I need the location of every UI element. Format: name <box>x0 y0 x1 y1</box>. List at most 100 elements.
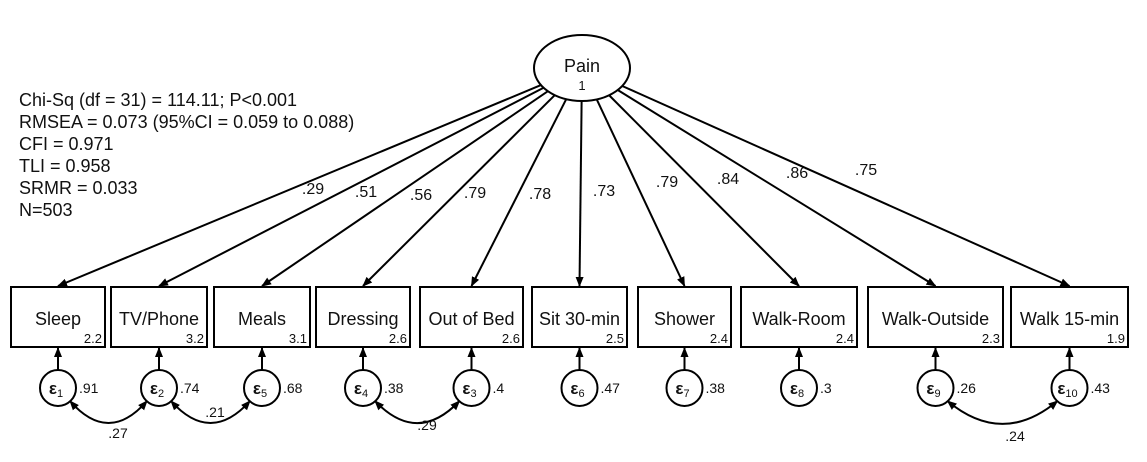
fit-cfi: CFI = 0.971 <box>19 134 114 154</box>
error-symbol: ε7 <box>675 379 689 400</box>
error-node: ε3 .4 <box>452 347 505 407</box>
error-symbol: ε1 <box>49 379 63 400</box>
indicator-label: Out of Bed <box>428 309 514 329</box>
loading-path <box>362 94 556 287</box>
latent-pain: Pain 1 <box>533 34 631 102</box>
error-symbol: ε5 <box>253 379 267 400</box>
error-node: ε9 .26 <box>916 347 977 407</box>
error-circle <box>665 369 704 407</box>
indicator-mean: 2.6 <box>389 331 407 346</box>
covariance-paths: .27.21.29.24 <box>69 400 1059 444</box>
loading-path <box>621 85 1071 287</box>
loading-path <box>158 86 545 287</box>
error-circle <box>140 369 178 407</box>
indicator-mean: 2.4 <box>710 331 728 346</box>
error-variance: .43 <box>1091 380 1111 396</box>
error-circle <box>780 369 818 407</box>
fit-tli: TLI = 0.958 <box>19 156 111 176</box>
error-variance: .3 <box>820 380 832 396</box>
indicator-label: TV/Phone <box>119 309 199 329</box>
loading-path <box>57 84 542 287</box>
error-circle <box>243 369 281 407</box>
error-node: ε6 .47 <box>560 347 621 407</box>
error-symbol: ε3 <box>462 379 476 400</box>
error-node: ε5 .68 <box>243 347 303 407</box>
error-symbol: ε6 <box>570 379 584 400</box>
latent-variance: 1 <box>578 78 585 93</box>
latent-label: Pain <box>564 56 600 76</box>
indicator-node: TV/Phone 3.2 <box>110 286 208 348</box>
indicator-mean: 1.9 <box>1107 331 1125 346</box>
error-circle <box>1050 369 1089 407</box>
loading-path <box>261 90 549 287</box>
covariance-path <box>69 400 148 424</box>
error-variance: .38 <box>706 380 726 396</box>
error-symbol: ε9 <box>926 379 940 400</box>
fit-chisq: Chi-Sq (df = 31) = 114.11; P<0.001 <box>19 90 297 110</box>
indicator-mean: 3.2 <box>186 331 204 346</box>
fit-statistics: Chi-Sq (df = 31) = 114.11; P<0.001 RMSEA… <box>19 90 354 220</box>
latent-ellipse <box>533 34 631 102</box>
covariance-path <box>374 400 461 424</box>
indicator-box <box>10 286 106 348</box>
loading-paths: .29.51.56.79.78.73.79.84.86.75 <box>57 84 1071 287</box>
error-terms: ε1.91 ε2 .74 ε5 .68 ε4 .38 ε3 .4 ε6 .47 ε7 .38 ε8 .3 ε9… <box>39 347 1111 407</box>
error-circle <box>344 369 382 407</box>
fit-n: N=503 <box>19 200 73 220</box>
loading-coefficient: .51 <box>355 184 377 201</box>
covariance-value: .27 <box>108 425 128 441</box>
error-variance: .47 <box>601 380 621 396</box>
error-node: ε1.91 <box>39 347 99 407</box>
fit-srmr: SRMR = 0.033 <box>19 178 138 198</box>
indicator-box <box>740 286 858 348</box>
covariance-path <box>946 400 1059 425</box>
error-variance: .4 <box>493 380 505 396</box>
indicator-node: Dressing 2.6 <box>315 286 411 348</box>
indicator-label: Dressing <box>327 309 398 329</box>
error-node: ε2 .74 <box>140 347 200 407</box>
error-variance: .26 <box>957 380 977 396</box>
indicator-label: Sleep <box>35 309 81 329</box>
loading-coefficient: .84 <box>717 171 739 188</box>
loading-path <box>575 100 584 287</box>
loading-coefficient: .56 <box>410 187 432 204</box>
indicator-mean: 2.5 <box>606 331 624 346</box>
error-symbol: ε10 <box>1057 379 1077 400</box>
covariance-value: .29 <box>417 417 437 433</box>
indicator-box <box>637 286 732 348</box>
loading-coefficient: .29 <box>302 181 324 198</box>
error-variance: .74 <box>180 380 200 396</box>
indicator-node: Walk 15-min 1.9 <box>1010 286 1129 348</box>
indicator-mean: 2.4 <box>836 331 854 346</box>
covariance-value: .21 <box>205 404 225 420</box>
loading-coefficient: .86 <box>786 165 808 182</box>
indicator-box <box>315 286 411 348</box>
error-circle <box>560 369 599 407</box>
error-node: ε8 .3 <box>780 347 832 407</box>
loading-path <box>595 98 686 287</box>
error-variance: .68 <box>283 380 303 396</box>
error-symbol: ε4 <box>354 379 368 400</box>
indicator-label: Walk 15-min <box>1020 309 1119 329</box>
loading-path <box>470 98 568 287</box>
error-symbol: ε8 <box>790 379 804 400</box>
loading-coefficient: .78 <box>529 186 551 203</box>
indicator-mean: 2.3 <box>982 331 1000 346</box>
error-symbol: ε2 <box>150 379 164 400</box>
loading-coefficient: .79 <box>464 185 486 202</box>
error-variance: .38 <box>384 380 404 396</box>
indicator-box <box>867 286 1004 348</box>
loading-path <box>608 94 800 287</box>
indicator-boxes: Sleep2.2TV/Phone3.2Meals3.1Dressing2.6Ou… <box>10 286 1129 348</box>
indicator-mean: 2.2 <box>84 331 102 346</box>
indicator-box <box>110 286 208 348</box>
loading-coefficient: .79 <box>656 174 678 191</box>
indicator-label: Meals <box>238 309 286 329</box>
